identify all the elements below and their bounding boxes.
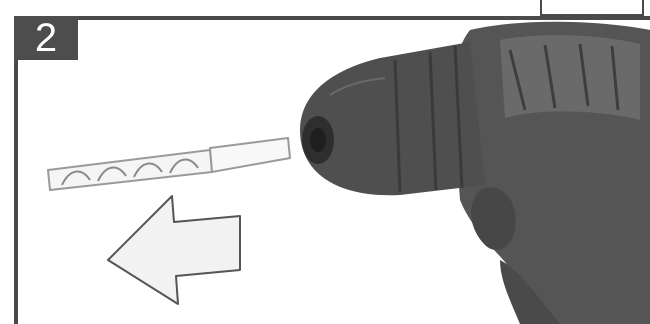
top-tab <box>540 0 644 16</box>
step-number-badge: 2 <box>14 16 78 60</box>
panel-frame <box>14 16 650 324</box>
